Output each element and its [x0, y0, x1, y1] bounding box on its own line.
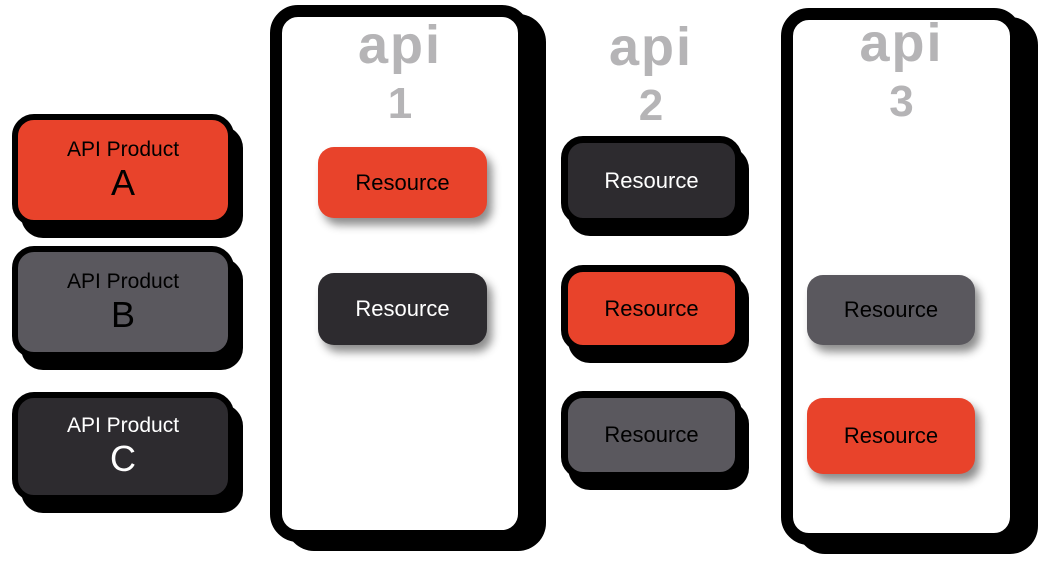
api-product-a-label: API Product — [66, 137, 180, 161]
api-product-a-box: API Product A — [12, 114, 234, 226]
api-2-number: 2 — [638, 81, 664, 130]
api-3-word: api — [859, 13, 944, 73]
api-2-label: api 2 — [558, 20, 744, 128]
api-product-c-letter: C — [110, 438, 136, 480]
api-3-resource-1: Resource — [807, 275, 975, 345]
api-2-resource-1: Resource — [561, 136, 742, 225]
api-2-word: api — [608, 17, 694, 77]
api-3-resource-2: Resource — [807, 398, 975, 474]
api-product-a-letter: A — [110, 161, 135, 203]
api-1-resource-2: Resource — [318, 273, 487, 345]
api-3-number: 3 — [889, 77, 914, 126]
api-1-label: api 1 — [282, 18, 518, 126]
api-1-container — [270, 5, 530, 542]
api-product-c-box: API Product C — [12, 392, 234, 501]
api-1-resource-1: Resource — [318, 147, 487, 218]
api-2-resource-3: Resource — [561, 391, 742, 479]
api-1-number: 1 — [387, 79, 413, 128]
api-product-b-letter: B — [110, 293, 135, 335]
api-1-word: api — [357, 15, 443, 75]
api-2-resource-2: Resource — [561, 265, 742, 352]
api-product-b-label: API Product — [66, 269, 180, 293]
api-3-label: api 3 — [793, 16, 1010, 124]
api-product-b-box: API Product B — [12, 246, 234, 358]
api-product-c-label: API Product — [66, 414, 180, 438]
